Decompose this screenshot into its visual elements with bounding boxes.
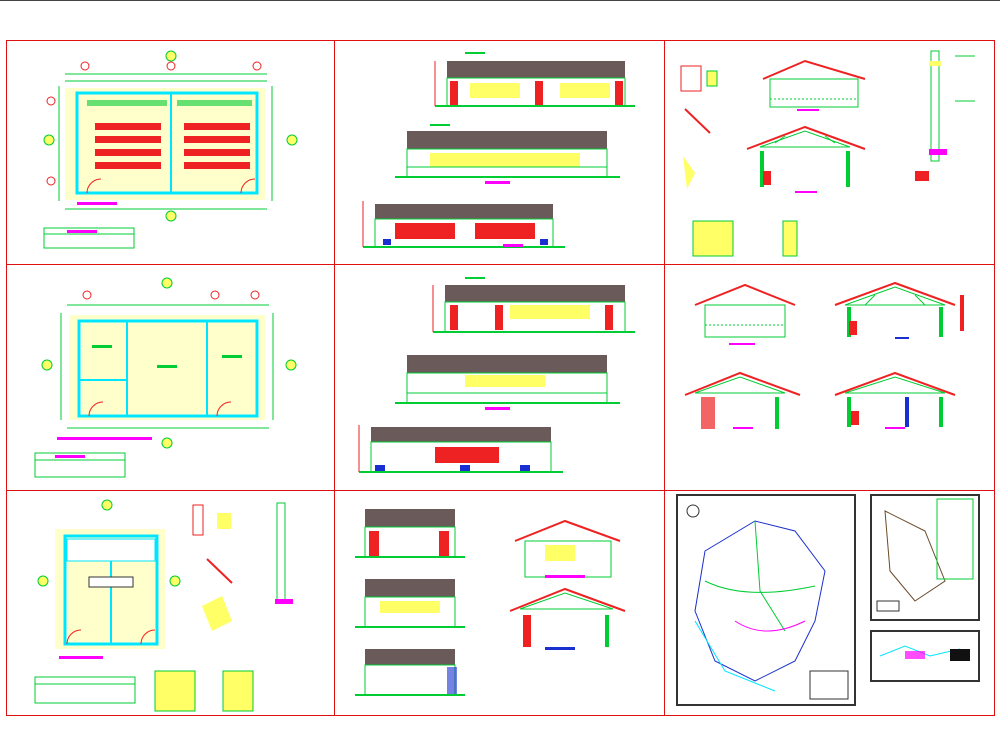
detail-column bbox=[929, 50, 975, 162]
section-2 bbox=[834, 281, 964, 339]
floor-plan-toilets-drawing bbox=[34, 499, 293, 712]
sheet-elevations-classroom[interactable] bbox=[335, 41, 664, 264]
elevations-rooms-drawing bbox=[358, 277, 635, 473]
toilet-details bbox=[154, 502, 293, 712]
section-3 bbox=[684, 371, 801, 429]
sheet-floor-plan-toilets[interactable] bbox=[7, 491, 334, 716]
row-divider-2 bbox=[6, 490, 995, 491]
small-details bbox=[680, 65, 929, 257]
inset-map bbox=[870, 494, 980, 621]
sheet-elevations-rooms[interactable] bbox=[335, 265, 664, 490]
drawing-frame bbox=[6, 40, 995, 716]
section-4 bbox=[834, 371, 956, 429]
sheet-floor-plan-classroom[interactable] bbox=[7, 41, 334, 264]
sheet-location-maps[interactable] bbox=[665, 491, 994, 716]
elevation-front bbox=[434, 52, 635, 107]
elevations-toilets-drawing bbox=[355, 509, 626, 696]
location-maps-drawing bbox=[676, 494, 980, 706]
floor-plan-classroom-drawing bbox=[43, 50, 298, 249]
desk-rows bbox=[95, 123, 250, 169]
elevation-rear bbox=[395, 124, 620, 184]
roof-profile bbox=[762, 59, 866, 111]
section-1 bbox=[694, 283, 796, 345]
truss-section bbox=[746, 125, 866, 193]
toilet-section-b bbox=[509, 587, 626, 650]
row-divider-1 bbox=[6, 264, 995, 265]
column-divider-2 bbox=[664, 40, 665, 716]
roof-details-drawing bbox=[680, 50, 975, 257]
truss-sections-drawing bbox=[684, 281, 964, 429]
site-map bbox=[870, 630, 980, 682]
sheet-elevations-toilets[interactable] bbox=[335, 491, 664, 716]
window-top-edge bbox=[0, 0, 1000, 1]
toilet-section-a bbox=[514, 519, 621, 578]
sheet-floor-plan-rooms[interactable] bbox=[7, 265, 334, 490]
floor-plan-rooms-drawing bbox=[34, 277, 297, 478]
sheet-truss-sections[interactable] bbox=[665, 265, 994, 490]
elevations-classroom-drawing bbox=[362, 52, 635, 248]
column-divider-1 bbox=[334, 40, 335, 716]
sheet-roof-details[interactable] bbox=[665, 41, 994, 264]
regional-map bbox=[676, 494, 856, 706]
elevation-side bbox=[362, 201, 565, 248]
